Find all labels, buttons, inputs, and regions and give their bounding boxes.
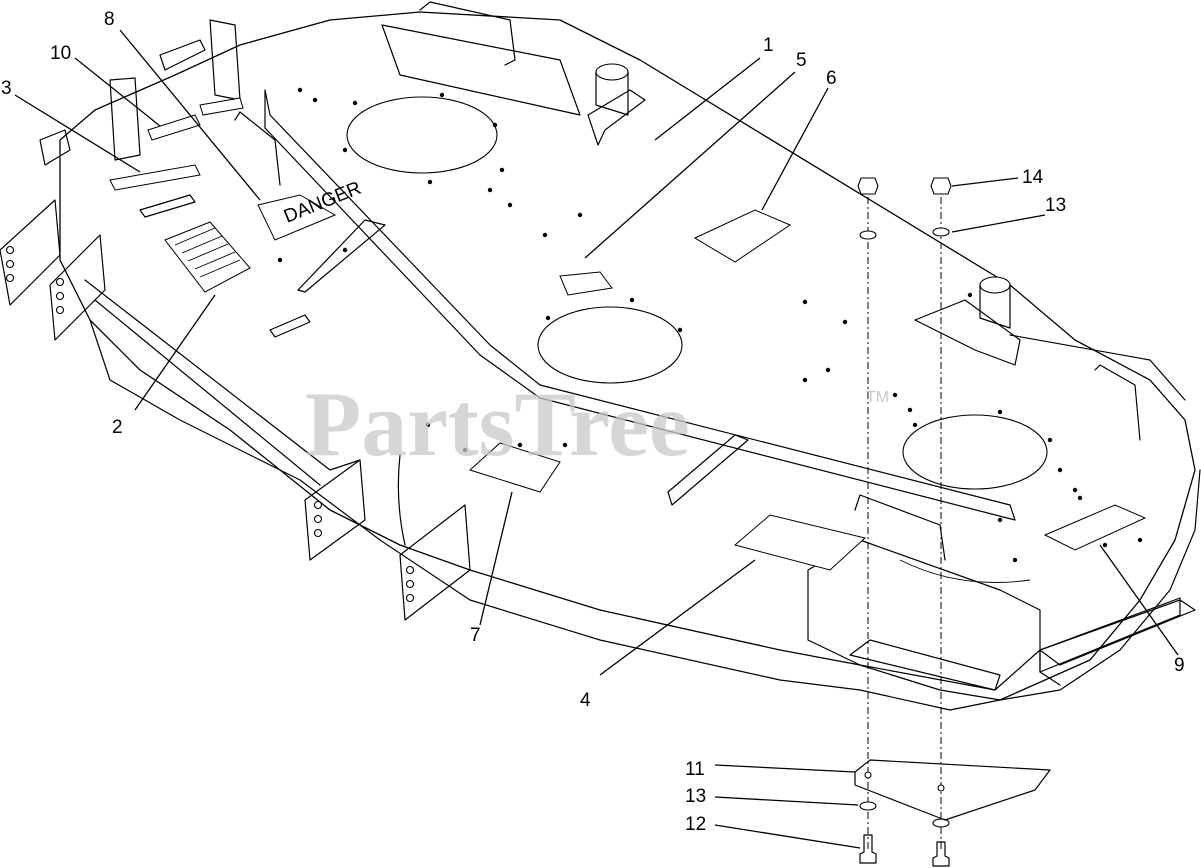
callout-4: 4: [580, 690, 591, 711]
washer-top-left: [859, 230, 877, 240]
decal-small: [147, 114, 201, 141]
callout-1: 1: [763, 35, 774, 56]
callout-14: 14: [1022, 167, 1044, 188]
gussets: [297, 219, 749, 506]
callout-5: 5: [796, 50, 807, 71]
front-brackets: [0, 19, 471, 621]
bolt-right: [932, 841, 950, 867]
decal-height: [109, 164, 201, 191]
decal-9: [1043, 504, 1147, 551]
watermark: PartsTree TM: [305, 373, 889, 475]
callout-13-top: 13: [1045, 195, 1066, 216]
blade-hole-center: [537, 306, 683, 384]
leader-lines: [14, 29, 1179, 849]
blade-hole-right: [902, 414, 1048, 490]
decal-7: [469, 442, 561, 493]
deck-handles: [234, 1, 1141, 561]
washer-top-right: [932, 227, 950, 237]
bolt-holes: [277, 87, 1143, 563]
callout-9: 9: [1174, 655, 1185, 676]
watermark-brand: PartsTree: [305, 373, 690, 475]
decal-instruction: [164, 221, 251, 293]
wear-plate: [854, 759, 1051, 821]
nut-right: [930, 177, 952, 195]
callout-10: 10: [50, 43, 71, 64]
hardware-stack: [854, 177, 1051, 867]
watermark-trademark: TM: [866, 389, 889, 406]
spindle-mounts: [587, 63, 1021, 366]
washer-bottom-left: [859, 801, 877, 811]
decal-6: [693, 209, 792, 263]
blade-hole-left: [346, 96, 498, 174]
callout-11: 11: [685, 759, 705, 780]
washer-bottom-right: [932, 818, 950, 828]
callout-8: 8: [104, 9, 115, 30]
decal-danger: [257, 194, 337, 241]
blade-openings: [346, 96, 1048, 490]
callouts: 1 2 3 4 5 6 7 8 9 10 11 12 13 13 14: [1, 9, 1185, 835]
baffles: [807, 539, 1181, 691]
callout-2: 2: [112, 417, 123, 438]
decal-5: [559, 271, 613, 296]
decal-4: [733, 514, 867, 571]
callout-7: 7: [470, 625, 481, 646]
callout-6: 6: [826, 68, 837, 89]
bolt-left: [859, 834, 877, 864]
nut-left: [857, 177, 879, 195]
callout-12: 12: [685, 814, 706, 835]
callout-3: 3: [1, 78, 12, 99]
callout-13-bottom: 13: [685, 786, 706, 807]
